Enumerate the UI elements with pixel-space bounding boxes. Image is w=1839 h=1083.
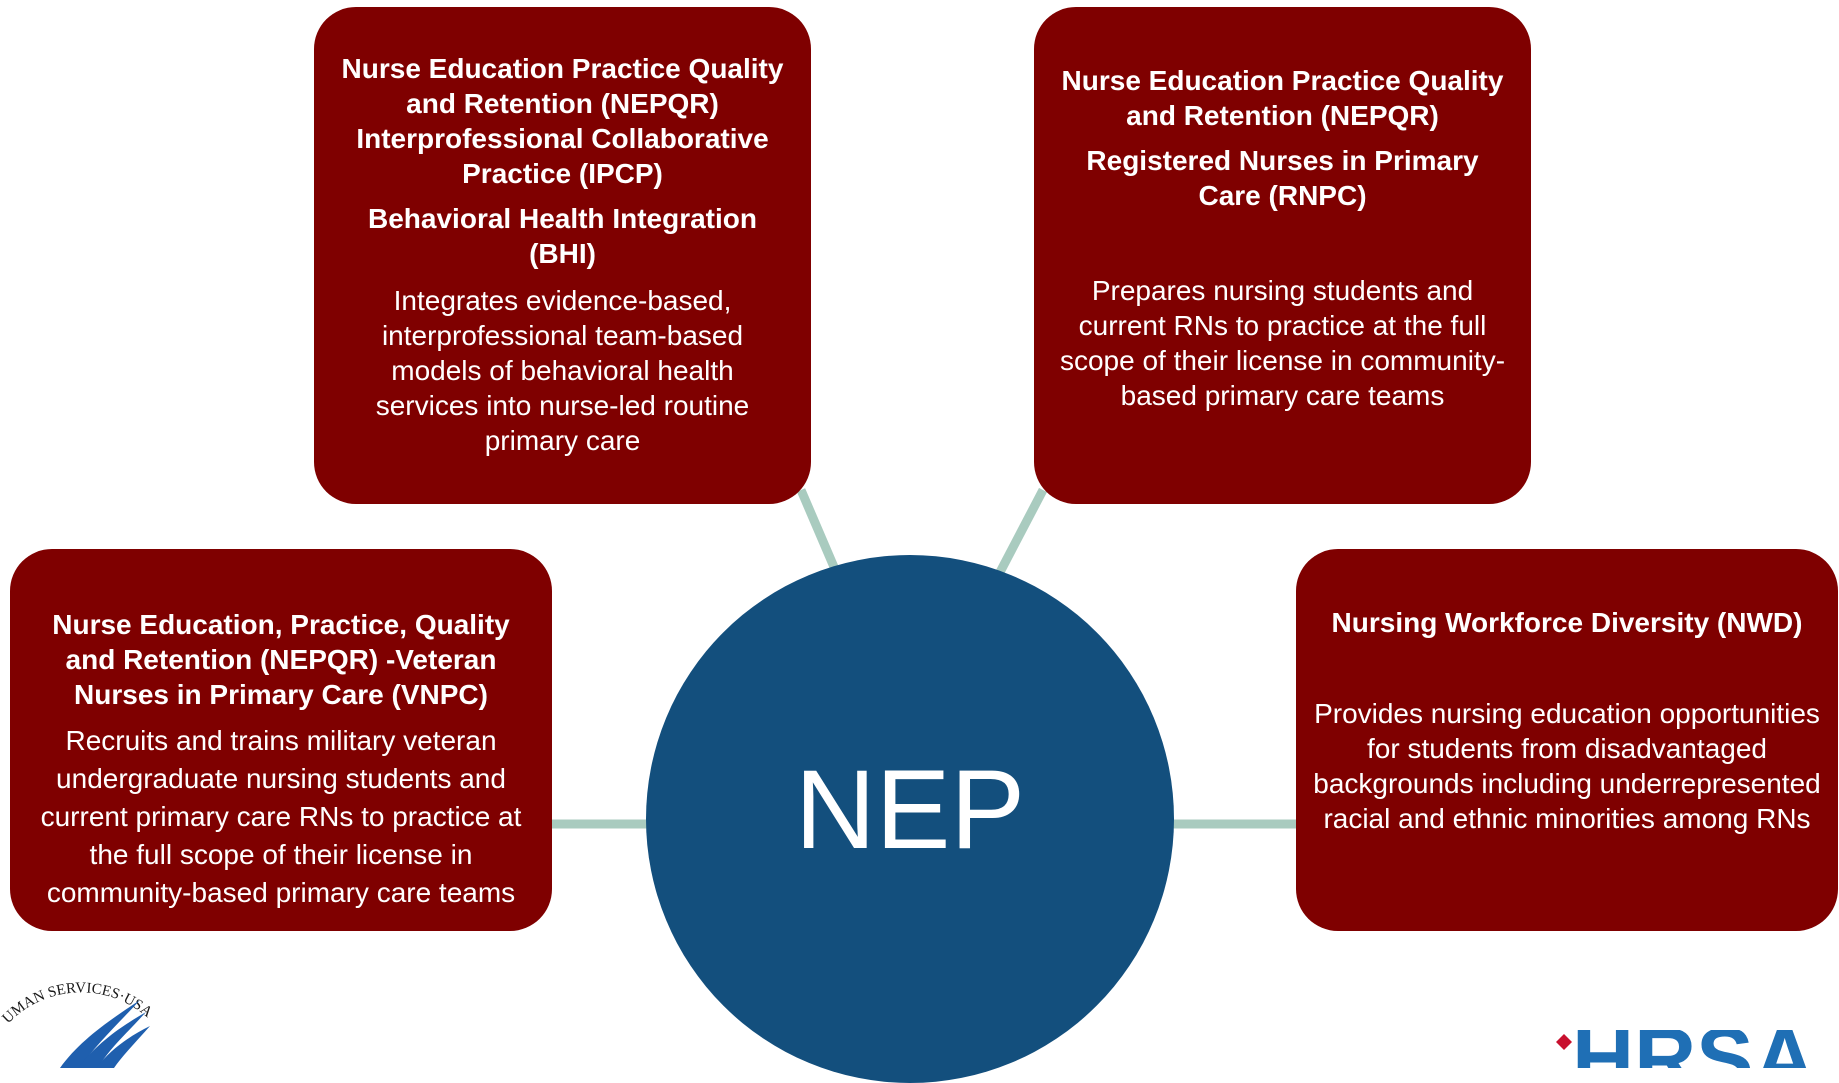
program-box-vnpc: Nurse Education, Practice, Quality and R…	[10, 549, 552, 931]
hrsa-logo-text: HRSA	[1572, 1030, 1816, 1068]
hhs-seal-text: UMAN SERVICES·USA	[0, 980, 155, 1027]
hhs-seal-logo: UMAN SERVICES·USA	[0, 980, 155, 1068]
program-title: Nurse Education, Practice, Quality and R…	[52, 609, 510, 710]
program-box-rnpc: Nurse Education Practice Quality and Ret…	[1034, 7, 1531, 504]
center-label: NEP	[794, 747, 1026, 872]
program-description: Integrates evidence-based, interprofessi…	[375, 285, 750, 456]
connector-bhi	[796, 488, 839, 569]
connector-rnpc	[994, 487, 1047, 579]
center-circle	[646, 555, 1174, 1083]
program-box-bhi: Nurse Education Practice Quality and Ret…	[314, 7, 811, 504]
program-description: Recruits and trains military veteran und…	[40, 725, 522, 908]
hrsa-logo: HRSA	[1556, 1030, 1816, 1068]
program-subtitle: Registered Nurses in Primary Care (RNPC)	[1086, 145, 1479, 211]
program-box-nwd: Nursing Workforce Diversity (NWD) Provid…	[1296, 549, 1838, 931]
program-title: Nurse Education Practice Quality and Ret…	[341, 53, 784, 189]
program-description: Prepares nursing students and current RN…	[1059, 275, 1506, 411]
program-subtitle: Behavioral Health Integration (BHI)	[368, 203, 757, 269]
program-title: Nurse Education Practice Quality and Ret…	[1061, 65, 1504, 131]
program-description: Provides nursing education opportunities…	[1313, 698, 1821, 834]
svg-text:UMAN SERVICES·USA: UMAN SERVICES·USA	[0, 980, 155, 1027]
program-title: Nursing Workforce Diversity (NWD)	[1331, 607, 1803, 638]
